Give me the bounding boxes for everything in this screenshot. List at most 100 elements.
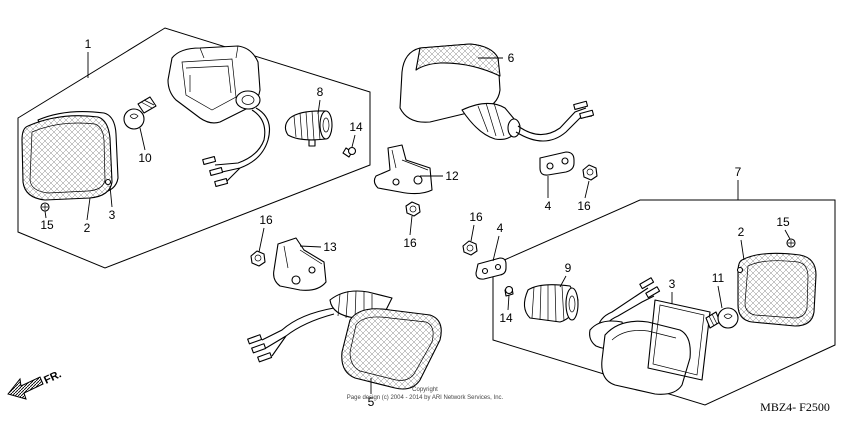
callout-label[interactable]: 6 (508, 51, 515, 65)
bulb-11-glass (717, 307, 739, 329)
callout-label[interactable]: 11 (712, 271, 725, 285)
callout-15-right[interactable]: 15 (776, 215, 791, 240)
lens-right-rim (744, 260, 809, 319)
callout-label[interactable]: 16 (259, 213, 273, 227)
nut-16-top-right (582, 164, 598, 181)
callout-6[interactable]: 6 (478, 51, 515, 65)
wire-connector (202, 155, 217, 166)
callout-label[interactable]: 8 (317, 85, 324, 99)
winker-assembly-5 (247, 290, 442, 390)
lens-left-tab (104, 178, 112, 186)
bulb-10-glass (123, 108, 145, 130)
winker-6-lens (415, 43, 501, 77)
callout-16-lower-center[interactable]: 16 (469, 210, 483, 242)
callout-label[interactable]: 12 (445, 169, 459, 183)
callout-2-left[interactable]: 2 (84, 197, 91, 235)
callout-16-top-right[interactable]: 16 (577, 180, 591, 213)
housing-left (167, 45, 271, 188)
housing-right (589, 277, 691, 395)
winker-6-cap (507, 118, 521, 138)
callout-label[interactable]: 14 (349, 120, 363, 134)
nut-16-lower-left (250, 250, 266, 267)
wire-connector (645, 286, 661, 299)
diagram-code: MBZ4- F2500 (760, 400, 830, 414)
assembly-box-left (17, 27, 371, 269)
callout-label[interactable]: 4 (497, 221, 504, 235)
callout-label[interactable]: 16 (403, 236, 417, 250)
callout-2-right[interactable]: 2 (738, 225, 745, 261)
callout-label[interactable]: 1 (85, 37, 92, 51)
callout-11[interactable]: 11 (712, 271, 725, 309)
callout-label[interactable]: 3 (109, 208, 116, 222)
lens-right-body (737, 252, 817, 327)
callout-label[interactable]: 3 (669, 277, 676, 291)
arrow-icon (7, 376, 44, 400)
callout-9[interactable]: 9 (559, 261, 572, 288)
callout-label[interactable]: 15 (776, 215, 790, 229)
callout-10[interactable]: 10 (138, 127, 152, 165)
wire-connector (573, 100, 589, 111)
screw-15-right (786, 238, 796, 248)
lens-left-rim (29, 122, 106, 194)
rubber-cover-8 (284, 110, 333, 147)
wire-connector (209, 166, 224, 177)
housing-left-wire (214, 107, 271, 183)
housing-right-body (601, 320, 691, 395)
lens-right-tab (736, 266, 744, 274)
callout-4-top[interactable]: 4 (545, 176, 552, 213)
housing-left-socket (235, 90, 261, 110)
callout-label[interactable]: 2 (84, 221, 91, 235)
callout-14-right[interactable]: 14 (499, 294, 513, 325)
nut-16-lower-center (462, 240, 478, 256)
callout-3-left[interactable]: 3 (109, 185, 116, 222)
plate-4-lower (475, 257, 507, 280)
callout-16-center[interactable]: 16 (403, 215, 417, 250)
lens-left-body (21, 115, 113, 201)
housing-left-body (167, 45, 261, 124)
callout-label[interactable]: 5 (368, 395, 375, 409)
winker-6-wire (515, 107, 593, 142)
wire-connector (257, 352, 273, 363)
plate-4-top (539, 151, 575, 176)
wire-connector (579, 109, 595, 120)
callout-1[interactable]: 1 (85, 37, 92, 78)
callout-3-right[interactable]: 3 (669, 277, 676, 304)
callout-label[interactable]: 2 (738, 225, 745, 239)
callout-8[interactable]: 8 (317, 85, 324, 115)
callout-13[interactable]: 13 (299, 240, 337, 254)
bracket-13 (273, 237, 327, 291)
wire-connector (639, 277, 655, 290)
lens-left (21, 115, 113, 201)
callout-4-lower[interactable]: 4 (492, 221, 504, 262)
callout-label[interactable]: 16 (469, 210, 483, 224)
wire-connector (247, 334, 263, 345)
direction-label: FR. (42, 368, 63, 386)
callout-7[interactable]: 7 (735, 165, 742, 200)
callout-16-lower-left[interactable]: 16 (258, 213, 273, 253)
callout-15-left[interactable]: 15 (40, 210, 54, 232)
callout-label[interactable]: 4 (545, 199, 552, 213)
winker-5-wire (261, 307, 335, 357)
callout-5[interactable]: 5 (368, 378, 375, 409)
screw-14-right (504, 285, 514, 297)
callout-label[interactable]: 15 (40, 218, 54, 232)
wire-connector (214, 177, 229, 188)
callout-14-left[interactable]: 14 (349, 120, 363, 148)
screw-15-left (40, 202, 50, 212)
callout-label[interactable]: 16 (577, 199, 591, 213)
copyright-line-2: Page design (c) 2004 - 2014 by ARI Netwo… (347, 395, 504, 401)
housing-left-cavity (181, 58, 237, 111)
callout-label[interactable]: 10 (138, 151, 152, 165)
winker-5-lens (341, 308, 442, 390)
callout-label[interactable]: 13 (323, 240, 337, 254)
callout-label[interactable]: 9 (565, 261, 572, 275)
nut-16-center (405, 201, 421, 217)
bracket-12 (373, 144, 433, 195)
callout-label[interactable]: 7 (735, 165, 742, 179)
callout-label[interactable]: 14 (499, 311, 513, 325)
winker-assembly-6 (399, 43, 595, 142)
screw-14-left (342, 146, 357, 158)
front-direction-arrow: FR. (7, 368, 63, 400)
callout-12[interactable]: 12 (420, 169, 459, 183)
